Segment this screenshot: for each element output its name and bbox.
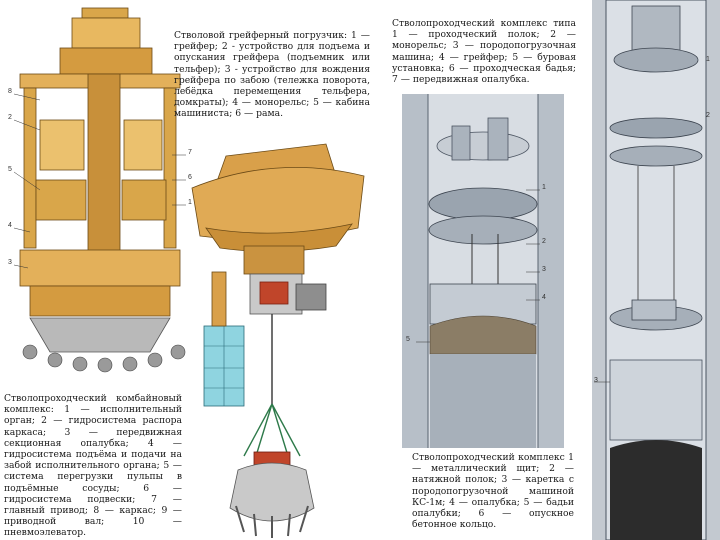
- callout-label: 8: [8, 88, 12, 95]
- callout-label: 5: [8, 166, 12, 173]
- caption-combined-complex: Стволопроходческий комбайновый комплекс:…: [4, 393, 182, 539]
- caption-complex-type-1: Стволопроходческий комплекс типа 1 — про…: [392, 18, 576, 86]
- callout-label: 4: [8, 222, 12, 229]
- callout-label: 1: [542, 184, 546, 191]
- caption-complex-2: Стволопроходческий комплекс 1 — металлич…: [412, 452, 574, 531]
- callout-label: 1: [706, 56, 710, 63]
- callout-label: 5: [406, 336, 410, 343]
- callout-label: 2: [8, 114, 12, 121]
- shaft-sinking-complex-illustration: [402, 94, 564, 448]
- shield-shaft-complex-illustration: [592, 0, 720, 540]
- combined-shaft-complex-illustration: [13, 7, 186, 373]
- callout-label: 6: [188, 174, 192, 181]
- callout-label: 3: [542, 266, 546, 273]
- callout-label: 2: [706, 112, 710, 119]
- callout-label: 7: [188, 149, 192, 156]
- callout-label: 3: [594, 377, 598, 384]
- caption-grab-loader: Стволовой грейферный погрузчик: 1 — грей…: [174, 30, 370, 120]
- callout-label: 4: [542, 294, 546, 301]
- grab-loader-illustration: [191, 143, 365, 538]
- callout-label: 3: [8, 259, 12, 266]
- callout-label: 2: [542, 238, 546, 245]
- callout-label: 1: [188, 199, 192, 206]
